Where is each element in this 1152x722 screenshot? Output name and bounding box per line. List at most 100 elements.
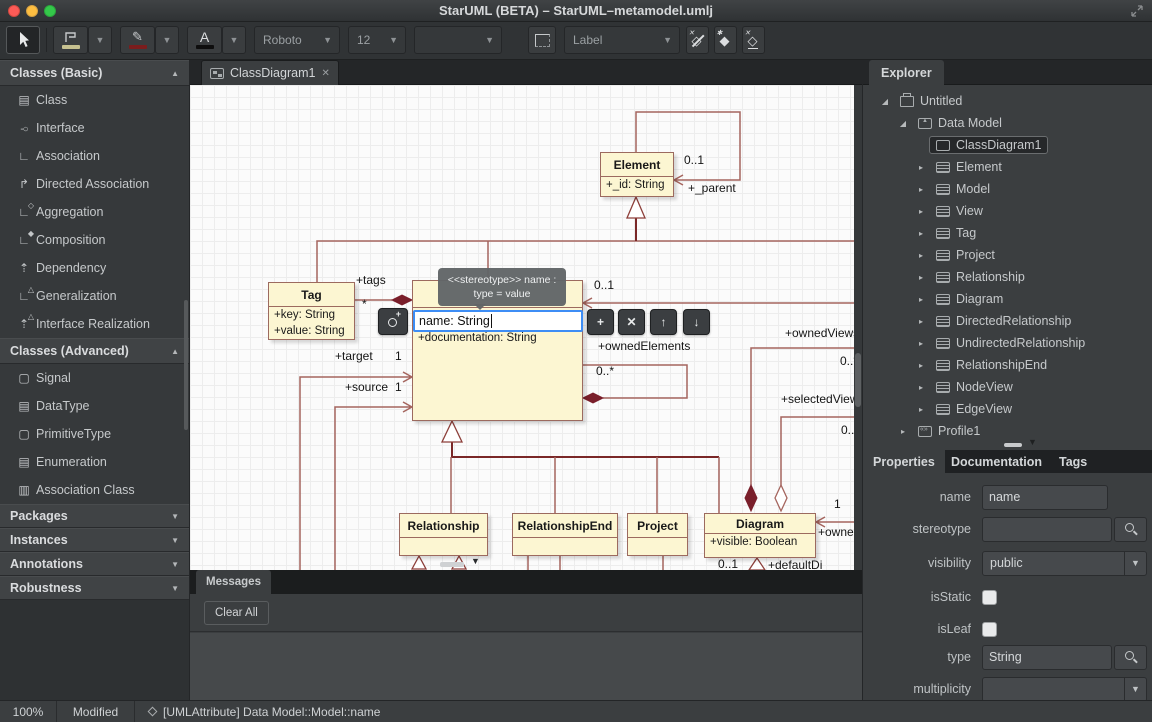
fill-style-dropdown-button[interactable]: ▼: [88, 26, 112, 54]
edge-label[interactable]: +tags: [356, 273, 386, 287]
tree-caret-icon[interactable]: ▸: [918, 294, 923, 304]
line-color-button[interactable]: ✎: [120, 26, 155, 54]
tree-caret-icon[interactable]: ▸: [918, 184, 923, 194]
stereotype-decoration-button[interactable]: ✱◆: [714, 26, 737, 54]
move-down-button[interactable]: ↓: [683, 309, 710, 335]
edge-label[interactable]: 0..*: [596, 364, 615, 378]
format-select[interactable]: ▼: [414, 26, 502, 54]
edge-label[interactable]: 0..*: [840, 354, 859, 368]
tree-caret-icon[interactable]: ▸: [918, 162, 923, 172]
edge-label[interactable]: +_parent: [688, 181, 736, 195]
tab-messages[interactable]: Messages: [196, 570, 271, 594]
edge-label[interactable]: 1: [395, 349, 402, 363]
toolbox-item[interactable]: Enumeration: [0, 448, 189, 476]
tab-tags[interactable]: Tags: [1059, 454, 1088, 469]
edge-label[interactable]: 1: [834, 497, 841, 511]
class-box-tag[interactable]: Tag +key: String +value: String: [268, 282, 355, 340]
tab-properties[interactable]: Properties: [863, 450, 945, 473]
tree-item[interactable]: ▸ RelationshipEnd: [863, 354, 1152, 376]
toolbox-section-classes-basic[interactable]: Classes (Basic) ▲: [0, 60, 189, 86]
isstatic-checkbox[interactable]: [982, 589, 997, 605]
toolbox-item[interactable]: Dependency: [0, 254, 189, 282]
toolbox-section-instances[interactable]: Instances ▼: [0, 528, 189, 552]
add-attribute-button[interactable]: +: [587, 309, 614, 335]
visibility-select[interactable]: public ▼: [982, 550, 1147, 576]
toolbox-scrollbar[interactable]: [184, 300, 188, 430]
tree-item[interactable]: ▸ EdgeView: [863, 398, 1152, 420]
line-color-dropdown-button[interactable]: ▼: [155, 26, 179, 54]
diagram-edges[interactable]: [190, 85, 862, 570]
toolbox-section-packages[interactable]: Packages ▼: [0, 504, 189, 528]
toolbox-item[interactable]: Generalization: [0, 282, 189, 310]
tree-caret-icon[interactable]: ▸: [918, 228, 923, 238]
edge-label[interactable]: 1: [395, 380, 402, 394]
class-box-element[interactable]: Element +_id: String: [600, 152, 674, 197]
tree-caret-icon[interactable]: ▸: [918, 360, 923, 370]
scroll-down-icon[interactable]: ▼: [471, 556, 480, 566]
edge-label[interactable]: 0..1: [594, 278, 615, 292]
toolbox-section-annotations[interactable]: Annotations ▼: [0, 552, 189, 576]
tree-item[interactable]: ◢ Untitled: [863, 90, 1152, 112]
edge-label[interactable]: +ownedViews: [785, 326, 860, 340]
tree-caret-icon[interactable]: ◢: [899, 118, 907, 128]
tree-item[interactable]: ▸ Tag: [863, 222, 1152, 244]
edge-label[interactable]: +target: [335, 349, 373, 363]
tree-caret-icon[interactable]: ▸: [918, 272, 923, 282]
hide-stereotype-button[interactable]: ✕◇: [686, 26, 709, 54]
toolbox-section-classes-advanced[interactable]: Classes (Advanced) ▲: [0, 338, 189, 364]
toolbox-item[interactable]: Class: [0, 86, 189, 114]
toolbox-section-robustness[interactable]: Robustness ▼: [0, 576, 189, 600]
toolbox-item[interactable]: Directed Association: [0, 170, 189, 198]
visibility-quick-button[interactable]: [378, 308, 408, 335]
type-search-button[interactable]: [1114, 644, 1147, 670]
toolbox-item[interactable]: Composition: [0, 226, 189, 254]
class-box-relationship[interactable]: Relationship: [399, 513, 488, 556]
rect-select-mode-button[interactable]: [528, 26, 556, 54]
font-size-select[interactable]: 12 ▼: [348, 26, 406, 54]
stereotype-display-select[interactable]: Label ▼: [564, 26, 680, 54]
tree-caret-icon[interactable]: ▸: [900, 426, 905, 436]
attribute-documentation[interactable]: +documentation: String: [418, 332, 537, 344]
scroll-down-icon[interactable]: ▼: [1028, 437, 1037, 447]
class-box-project[interactable]: Project: [627, 513, 688, 556]
attribute[interactable]: +key: String: [274, 309, 336, 321]
toolbox-item[interactable]: Interface Realization: [0, 310, 189, 338]
stereotype-label-button[interactable]: ✕◇: [742, 26, 765, 54]
isleaf-checkbox[interactable]: [982, 621, 997, 637]
tab-classdiagram1[interactable]: ClassDiagram1 ✕: [201, 60, 339, 85]
edge-label[interactable]: *: [362, 297, 367, 311]
name-field[interactable]: [982, 484, 1108, 510]
edge-label[interactable]: +owne: [818, 525, 854, 539]
tree-caret-icon[interactable]: ▸: [918, 338, 923, 348]
tree-item[interactable]: ▸ Model: [863, 178, 1152, 200]
toolbox-item[interactable]: DataType: [0, 392, 189, 420]
tree-item[interactable]: ClassDiagram1: [863, 134, 1152, 156]
tree-item[interactable]: ▸ Relationship: [863, 266, 1152, 288]
tab-documentation[interactable]: Documentation: [951, 454, 1042, 469]
tree-item[interactable]: ▸ DirectedRelationship: [863, 310, 1152, 332]
attribute[interactable]: +visible: Boolean: [710, 536, 798, 548]
font-family-select[interactable]: Roboto ▼: [254, 26, 340, 54]
toolbox-item[interactable]: Association Class: [0, 476, 189, 504]
tree-item[interactable]: ▸ UndirectedRelationship: [863, 332, 1152, 354]
edge-label[interactable]: +selectedViews: [781, 392, 862, 406]
toolbox-item[interactable]: Signal: [0, 364, 189, 392]
select-tool-button[interactable]: [6, 26, 40, 54]
tree-caret-icon[interactable]: ▸: [918, 250, 923, 260]
zoom-level[interactable]: 100%: [0, 700, 57, 722]
class-box-relationshipend[interactable]: RelationshipEnd: [512, 513, 618, 556]
edge-label[interactable]: +source: [345, 380, 389, 394]
stereotype-field[interactable]: [982, 516, 1112, 542]
toolbox-item[interactable]: PrimitiveType: [0, 420, 189, 448]
toolbox-item[interactable]: Association: [0, 142, 189, 170]
diagram-canvas[interactable]: Element +_id: String Tag +key: String +v…: [190, 85, 862, 570]
fill-style-button[interactable]: [53, 26, 88, 54]
tree-item[interactable]: ▸ Diagram: [863, 288, 1152, 310]
close-tab-icon[interactable]: ✕: [321, 67, 330, 79]
tree-caret-icon[interactable]: ▸: [918, 206, 923, 216]
multiplicity-select[interactable]: ▼: [982, 676, 1147, 700]
zoom-window-button[interactable]: [44, 5, 56, 17]
edge-label[interactable]: 0..1: [684, 153, 705, 167]
tree-item[interactable]: ▸ Project: [863, 244, 1152, 266]
font-dropdown-button[interactable]: ▼: [222, 26, 246, 54]
